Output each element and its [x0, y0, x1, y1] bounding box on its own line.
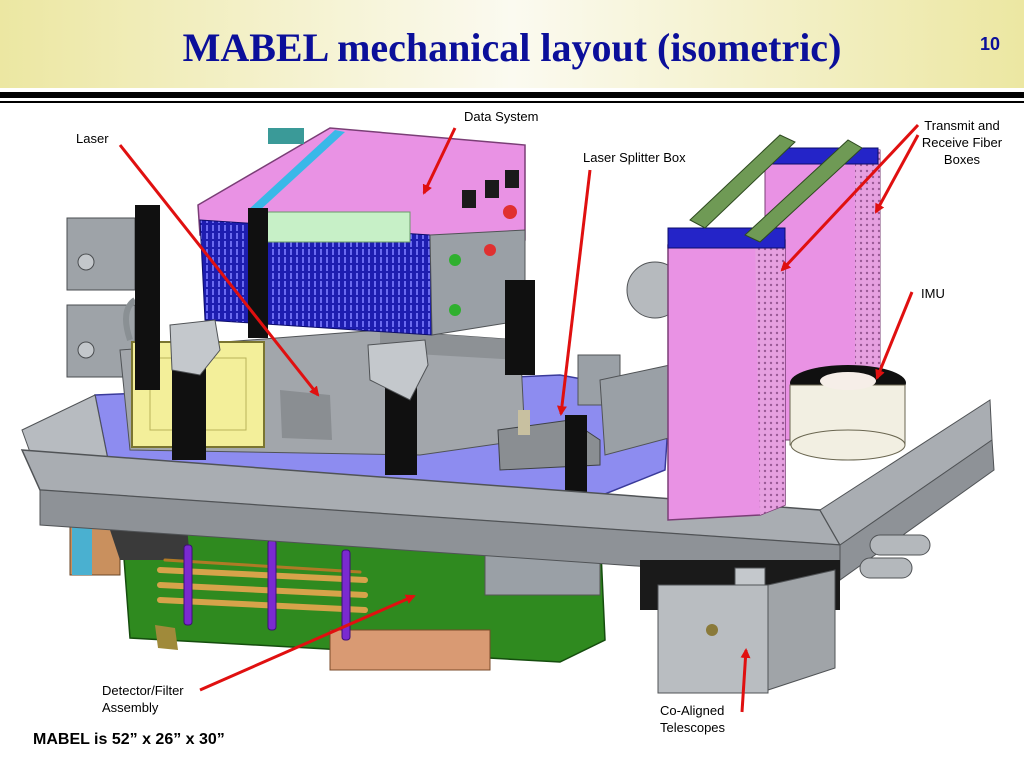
imu-unit [789, 365, 906, 461]
heat-pipe-bundle [157, 558, 368, 613]
label-co-aligned-telescopes: Co-Aligned Telescopes [660, 702, 725, 736]
top-rails [689, 134, 863, 243]
support-posts [135, 205, 535, 475]
fiber-boxes [667, 147, 881, 521]
detector-arrow [199, 594, 416, 692]
header-divider-thin [0, 101, 1024, 103]
label-laser: Laser [76, 131, 109, 146]
page-number: 10 [979, 34, 1000, 54]
label-telescopes-line-2: Telescopes [660, 720, 726, 735]
laser-splitter-arrow [556, 169, 592, 416]
callout-arrows [118, 123, 920, 713]
label-telescopes-line-1: Co-Aligned [660, 703, 725, 718]
data-system-arrow [422, 127, 457, 195]
mounting-brackets [169, 319, 429, 401]
label-detector-line-1: Detector/Filter [102, 683, 184, 698]
co-aligned-telescopes [640, 534, 931, 694]
page-title: MABEL mechanical layout (isometric) [182, 25, 842, 70]
detector-filter-assembly [69, 494, 606, 671]
fiber-box-arrow-1 [780, 123, 920, 272]
label-imu: IMU [921, 286, 945, 301]
laser-splitter-box [497, 354, 681, 500]
fiber-box-arrow-2 [874, 134, 920, 214]
telescopes-arrow [740, 648, 751, 713]
laser-arrow [118, 144, 320, 397]
label-laser-splitter-box: Laser Splitter Box [583, 150, 686, 165]
label-fiber-boxes: Transmit and Receive Fiber Boxes [908, 117, 1016, 168]
slide-header [0, 0, 1024, 88]
header-divider-thick [0, 92, 1024, 98]
label-detector-filter: Detector/Filter Assembly [102, 682, 184, 716]
dimensions-note: MABEL is 52” x 26” x 30” [33, 731, 225, 748]
heat-pipe-clamps [183, 539, 351, 641]
label-fiber-boxes-line-3: Boxes [943, 152, 981, 167]
label-detector-line-2: Assembly [102, 700, 159, 715]
label-data-system: Data System [464, 109, 539, 124]
imu-arrow [875, 291, 914, 380]
left-side-boxes [66, 217, 137, 378]
label-fiber-boxes-line-2: Receive Fiber [921, 135, 1003, 150]
label-fiber-boxes-line-1: Transmit and [924, 118, 1000, 133]
